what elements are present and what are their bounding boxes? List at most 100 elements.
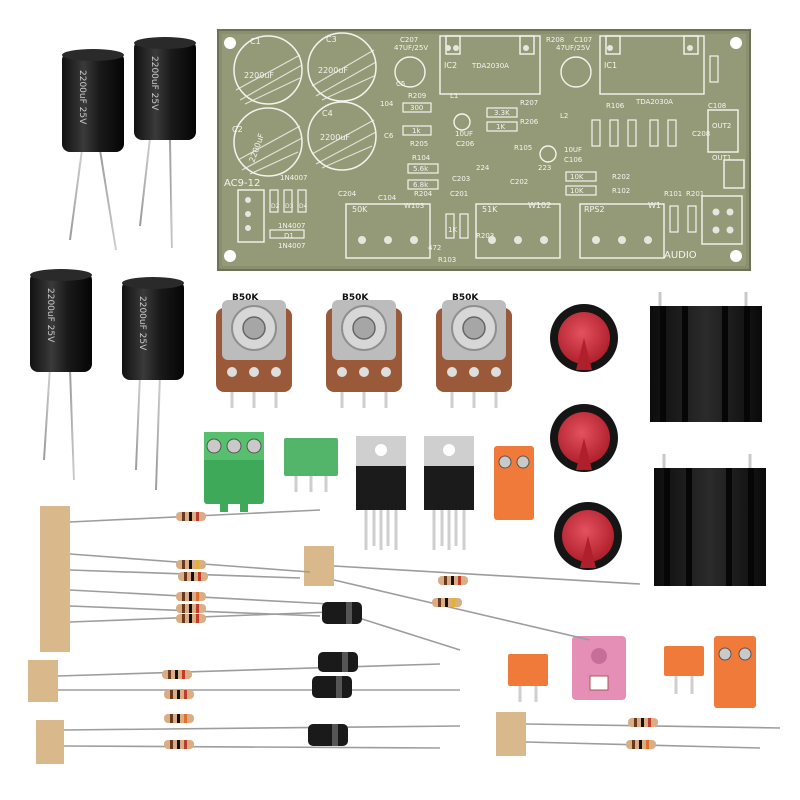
silk-label: D2 — [271, 203, 280, 210]
silk-label: 10K — [570, 173, 584, 181]
silk-label: 223 — [538, 164, 551, 172]
header-orange-2pin — [664, 646, 704, 694]
paper-tape — [36, 720, 64, 764]
silk-label: D3 — [285, 203, 294, 210]
silk-label: RPS2 — [584, 205, 605, 214]
silk-label: 2200uF — [320, 133, 350, 142]
resistor — [178, 572, 208, 581]
resistor — [164, 690, 194, 699]
silk-label: 1N4007 — [278, 242, 306, 250]
silk-label: 6.8k — [413, 181, 429, 189]
silk-label: R204 — [414, 190, 433, 198]
silk-label: 1K — [496, 123, 505, 131]
capacitor-2200uf: 2200uF 25V — [134, 37, 196, 249]
silk-label: C1 — [250, 37, 261, 46]
potentiometer: B50K — [216, 293, 292, 408]
silk-label: C203 — [452, 175, 470, 183]
capacitor-2200uf: 2200uF 25V — [62, 49, 124, 251]
ic-tda2030a — [356, 436, 406, 550]
silk-label: 1K — [448, 226, 457, 234]
silk-label: R103 — [438, 256, 456, 264]
silk-label: 47UF/25V — [556, 44, 590, 52]
pot-label: B50K — [342, 293, 369, 303]
resistor — [628, 718, 658, 727]
silk-label: C108 — [708, 102, 726, 110]
silk-label: C107 — [574, 36, 592, 44]
terminal-block-orange-2pin — [494, 446, 534, 520]
terminal-block-green-3pin — [204, 432, 264, 512]
pot-label: B50K — [452, 293, 479, 303]
heatsinks — [650, 292, 766, 586]
silk-label: C104 — [378, 194, 397, 202]
silk-label: 1N4007 — [278, 222, 306, 230]
silk-label: R201 — [686, 190, 704, 198]
audio-label: AUDIO — [664, 250, 697, 261]
resistor — [438, 576, 468, 585]
board-label: AC9-12 — [224, 178, 260, 189]
silk-label: R203 — [476, 232, 494, 240]
mounting-hole — [730, 37, 742, 49]
silk-label: R208 — [546, 36, 564, 44]
silk-label: 50K — [352, 205, 368, 214]
resistor — [176, 560, 206, 569]
silk-label: R202 — [612, 173, 630, 181]
silk-label: 2200uF — [318, 66, 348, 75]
capacitor-2200uf: 2200uF 25V — [122, 277, 184, 491]
silk-label: R207 — [520, 99, 538, 107]
silk-label: C207 — [400, 36, 418, 44]
small-capacitor — [308, 724, 348, 746]
capacitor-marking: 2200uF 25V — [149, 56, 159, 111]
silk-label: 5.6k — [413, 165, 429, 173]
silk-label: L2 — [560, 112, 568, 120]
silk-label: 472 — [428, 244, 441, 252]
resistor — [164, 714, 194, 723]
silk-label: R206 — [520, 118, 539, 126]
resistor — [176, 592, 206, 601]
silk-label: OUT1 — [712, 154, 731, 162]
mounting-hole — [224, 37, 236, 49]
silk-label: C4 — [322, 109, 333, 118]
small-capacitor — [318, 652, 358, 672]
silk-label: R101 — [664, 190, 682, 198]
silk-label: 1k — [412, 127, 421, 135]
mounting-hole — [730, 250, 742, 262]
silk-label: R102 — [612, 187, 630, 195]
paper-tape — [304, 546, 334, 586]
header-orange-2pin — [508, 654, 548, 702]
silk-label: W103 — [404, 202, 424, 210]
knob — [550, 404, 618, 472]
silk-label: D4 — [299, 203, 308, 210]
silk-label: C206 — [456, 140, 475, 148]
potentiometers: B50K B50K B50K — [216, 293, 512, 408]
pot-label: B50K — [232, 293, 259, 303]
silk-label: L1 — [450, 92, 458, 100]
silk-label: TDA2030A — [635, 98, 673, 106]
resistor — [164, 740, 194, 749]
silk-label: IC1 — [604, 61, 617, 70]
potentiometer: B50K — [436, 293, 512, 408]
capacitor-marking: 2200uF 25V — [45, 288, 55, 343]
solder-pads — [245, 45, 734, 244]
paper-tape — [496, 712, 526, 756]
silk-label: R104 — [412, 154, 431, 162]
knob — [554, 502, 622, 570]
capacitor-marking: 2200uF 25V — [77, 70, 87, 125]
silk-label: 104 — [380, 100, 394, 108]
resistor-strips — [28, 506, 781, 764]
small-capacitor — [312, 676, 352, 698]
silk-label: 10K — [570, 187, 584, 195]
paper-tape — [28, 660, 58, 702]
silk-label: 3.3K — [494, 109, 510, 117]
mounting-hole — [224, 250, 236, 262]
resistor — [162, 670, 192, 679]
silk-label: W102 — [528, 201, 551, 210]
resistor — [176, 604, 206, 613]
heatsink — [654, 454, 766, 586]
heatsink — [650, 292, 762, 422]
silk-label: 224 — [476, 164, 490, 172]
silk-label: C3 — [326, 35, 337, 44]
silk-label: IC2 — [444, 61, 457, 70]
silk-label: 300 — [410, 104, 423, 112]
silk-label: W1 — [648, 201, 661, 210]
